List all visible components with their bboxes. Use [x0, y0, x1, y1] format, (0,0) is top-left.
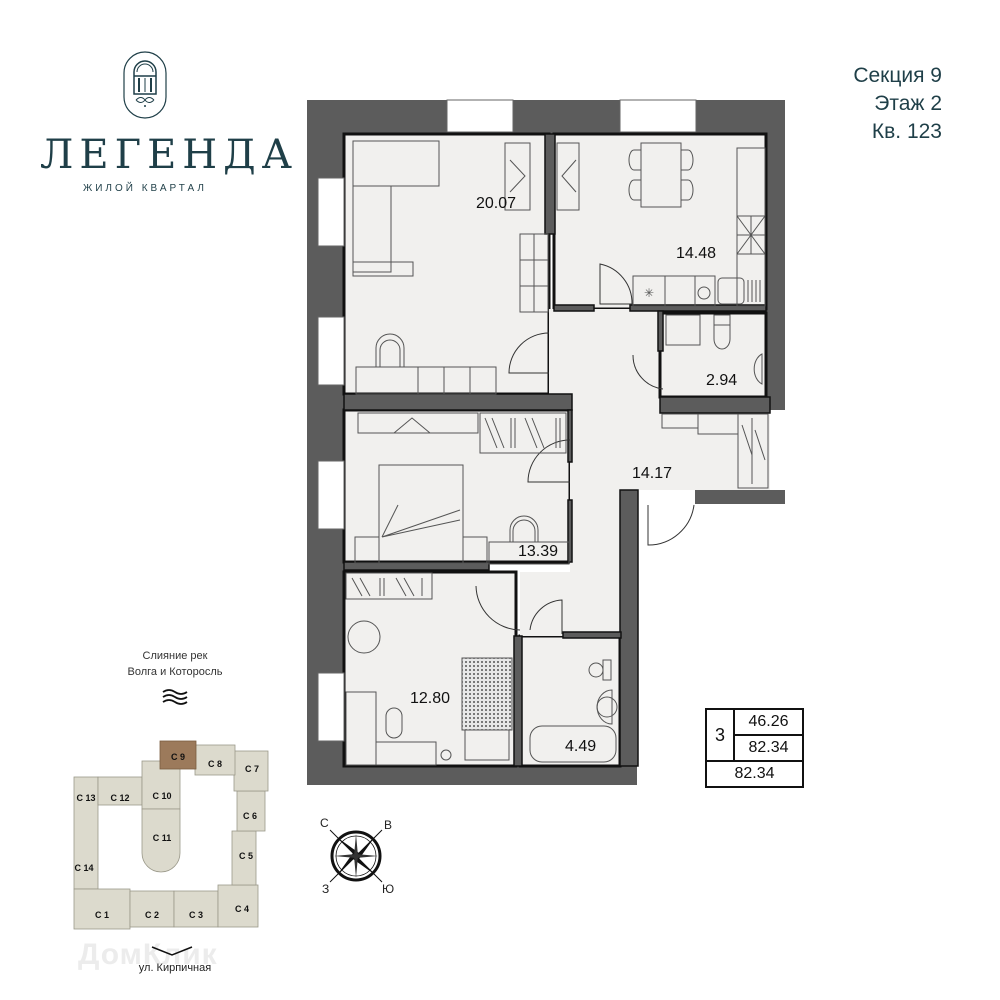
- svg-text:С 2: С 2: [145, 910, 159, 920]
- kids-room-furniture: [345, 572, 513, 766]
- svg-text:С 12: С 12: [110, 793, 129, 803]
- living-room-furniture: [352, 140, 549, 395]
- room-area-kitchen: 14.48: [676, 245, 717, 262]
- compass-north: С: [320, 816, 329, 830]
- svg-text:С 7: С 7: [245, 764, 259, 774]
- room-count: 3: [707, 710, 735, 760]
- kitchen-furniture: ✳: [556, 142, 766, 307]
- svg-text:С 1: С 1: [95, 910, 109, 920]
- logo-emblem-icon: [123, 51, 167, 119]
- waves-icon: [162, 689, 188, 705]
- room-area-toilet: 2.94: [706, 372, 738, 389]
- total-area-with-balcony: 82.34: [734, 765, 775, 782]
- compass-west: З: [322, 882, 330, 896]
- street-name: ул. Кирпичная: [138, 962, 212, 974]
- area-summary-table: 3 46.26 82.34 82.34: [705, 708, 804, 788]
- living-area: 46.26: [735, 710, 802, 736]
- watermark: ДомКлик: [78, 938, 218, 971]
- brand-name: ЛЕГЕНДА: [40, 132, 298, 178]
- svg-text:С 11: С 11: [153, 833, 172, 843]
- site-plan: С 1 С 2 С 3 С 4 С 5 С 6 С 7 С 8 С 9 С 10…: [73, 740, 269, 930]
- room-area-living-room: 20.07: [476, 195, 517, 212]
- svg-text:С 4: С 4: [235, 904, 249, 914]
- inner-walls: [343, 133, 771, 767]
- brand-logo: ЛЕГЕНДА ЖИЛОЙ КВАРТАЛ: [40, 50, 298, 194]
- svg-text:С 3: С 3: [189, 910, 203, 920]
- site-plan-highlight-c9: [159, 740, 197, 770]
- room-area-bedroom: 13.39: [518, 543, 559, 560]
- svg-text:С 9: С 9: [171, 752, 185, 762]
- apartment-info: Секция 9 Этаж 2 Кв. 123: [853, 62, 942, 146]
- compass-rose-icon: [329, 829, 383, 883]
- toilet-fixtures: [665, 314, 763, 385]
- bathroom-fixtures: [529, 659, 618, 763]
- svg-text:С 5: С 5: [239, 851, 253, 861]
- landmark-label: Слияние рек Волга и Которосль: [95, 648, 255, 711]
- hallway-floor: [520, 309, 770, 636]
- landmark-line2: Волга и Которосль: [127, 666, 223, 678]
- apartment-number: Кв. 123: [871, 120, 942, 143]
- compass: С В З Ю: [316, 816, 406, 896]
- floor-areas: [342, 132, 768, 768]
- svg-text:С 13: С 13: [76, 793, 95, 803]
- room-area-bathroom: 4.49: [565, 738, 597, 755]
- svg-text:С 14: С 14: [74, 863, 93, 873]
- room-area-kids-room: 12.80: [410, 690, 451, 707]
- brand-subtitle: ЖИЛОЙ КВАРТАЛ: [82, 183, 207, 194]
- windows: [317, 99, 697, 742]
- landmark-line1: Слияние рек: [142, 650, 208, 662]
- svg-text:С 8: С 8: [208, 759, 222, 769]
- total-area: 82.34: [748, 739, 789, 756]
- floor-label: Этаж 2: [874, 92, 942, 115]
- svg-text:С 6: С 6: [243, 811, 257, 821]
- doors: [475, 263, 695, 634]
- svg-text:С 10: С 10: [152, 791, 171, 801]
- bedroom-furniture: [354, 412, 570, 565]
- compass-east: В: [384, 818, 393, 832]
- svg-text:✳: ✳: [644, 286, 654, 300]
- hallway-furniture: [661, 413, 769, 489]
- room-area-hallway: 14.17: [632, 465, 673, 482]
- street-direction-icon: [151, 946, 193, 956]
- compass-south: Ю: [382, 882, 395, 896]
- section-label: Секция 9: [853, 64, 942, 87]
